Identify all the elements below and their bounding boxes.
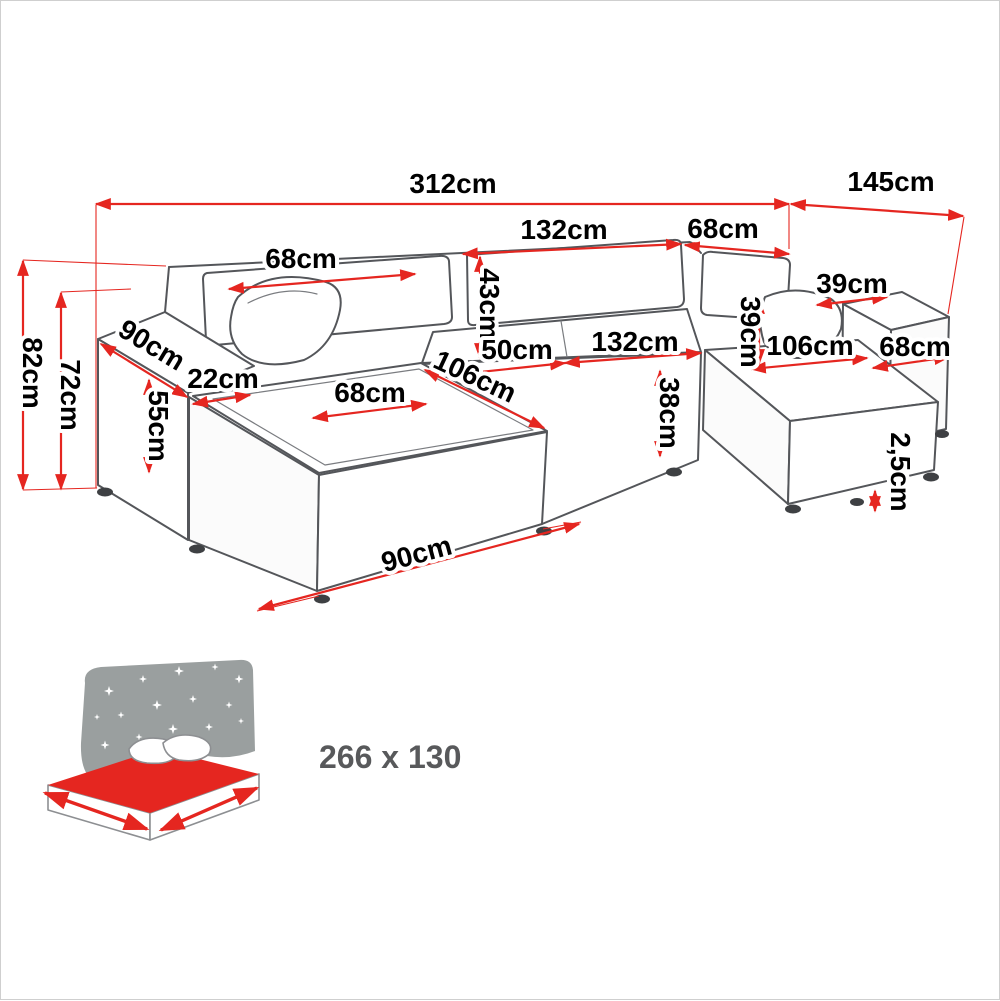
- dim-label-right-side-width: 68cm: [879, 331, 951, 362]
- dimension-labels: 312cm 145cm 132cm 68cm 68cm 43cm 39cm 39…: [13, 162, 955, 582]
- left-pillow: [229, 276, 342, 366]
- left-chaise-cushion-piping: [212, 368, 534, 466]
- dim-label-armrest-height: 55cm: [143, 390, 174, 462]
- dimension-line-seat-depth: [459, 358, 567, 379]
- right-chaise-front-face: [787, 401, 939, 505]
- dim-label-foot-height: 2,5cm: [885, 432, 916, 511]
- dimension-line-armrest-width: [191, 391, 252, 408]
- dimension-line-right-side-width: [871, 353, 951, 372]
- sofa-bed-icon: 266 x 130: [42, 659, 461, 841]
- bed-pillow-right: [162, 734, 212, 762]
- dim-label-back-left: 68cm: [265, 243, 337, 274]
- dim-label-backrest-height: 43cm: [474, 268, 505, 340]
- dimension-line-chaise-front: [257, 522, 581, 611]
- dimension-line-left-chaise-length: [423, 369, 546, 429]
- dim-label-left-seat-width: 68cm: [334, 377, 406, 408]
- dimension-line-back-center: [461, 238, 683, 260]
- dimension-line-total-depth: [789, 199, 965, 221]
- double-arrow-icon: [42, 791, 150, 831]
- extension-line: [22, 259, 167, 267]
- dimension-lines: [17, 198, 965, 612]
- dimension-line-right-chaise-length: [749, 353, 869, 374]
- dim-label-seat-front-height: 38cm: [654, 377, 685, 449]
- double-arrow-icon: [158, 786, 260, 832]
- extension-line: [60, 288, 132, 293]
- dimension-line-right-pillow: [815, 292, 889, 310]
- bed-headboard: [80, 659, 255, 785]
- dimension-line-back-right: [683, 240, 791, 259]
- extension-line: [947, 216, 965, 315]
- dimension-line-back-left: [227, 269, 417, 294]
- dim-label-armrest-width: 22cm: [187, 363, 259, 394]
- back-left-edge: [164, 266, 170, 313]
- extension-line: [256, 595, 320, 612]
- dim-label-back-right: 68cm: [687, 213, 759, 244]
- sofa-line-art: [97, 238, 950, 592]
- dim-label-frame-height: 72cm: [55, 359, 86, 431]
- dim-label-right-backrest-height: 39cm: [735, 296, 766, 368]
- dim-label-right-chaise-length: 106cm: [766, 330, 853, 361]
- dim-label-seat-width: 132cm: [591, 326, 678, 357]
- dim-label-right-pillow: 39cm: [816, 268, 888, 299]
- sleeping-dimensions-label: 266 x 130: [319, 739, 461, 775]
- dim-label-total-width: 312cm: [409, 168, 496, 199]
- dim-label-total-depth: 145cm: [847, 166, 934, 197]
- dimension-line-armrest-length: [99, 343, 189, 398]
- dimension-line-left-seat-width: [311, 399, 428, 423]
- dimension-line-seat-width: [563, 348, 703, 368]
- dim-label-seat-depth: 50cm: [481, 334, 553, 365]
- dim-label-total-height: 82cm: [17, 337, 48, 409]
- dim-label-back-center: 132cm: [520, 214, 607, 245]
